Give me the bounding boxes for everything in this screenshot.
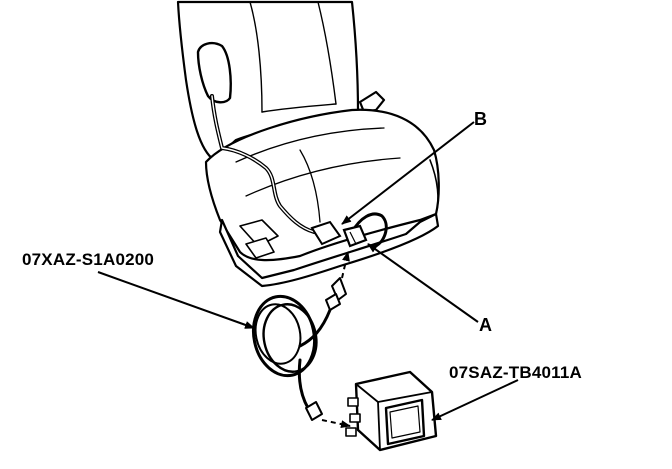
connection-arrows	[321, 251, 351, 429]
seat-illustration	[176, 0, 440, 288]
callout-harness-part-number: 07XAZ-S1A0200	[22, 250, 155, 269]
seat-back-panel	[249, 1, 263, 113]
callout-a: A	[479, 315, 492, 335]
side-bolster	[196, 41, 232, 104]
leader-lines	[97, 121, 519, 421]
coiled-wire-harness	[251, 277, 347, 421]
seat-rail	[239, 219, 279, 247]
callout-b: B	[474, 109, 487, 129]
seat-base	[218, 212, 440, 288]
seat-wiring	[210, 94, 388, 248]
control-unit-box	[345, 370, 438, 452]
connector-a	[342, 224, 368, 248]
connector-b	[310, 220, 342, 246]
callout-unit-part-number: 07SAZ-TB4011A	[449, 363, 582, 382]
